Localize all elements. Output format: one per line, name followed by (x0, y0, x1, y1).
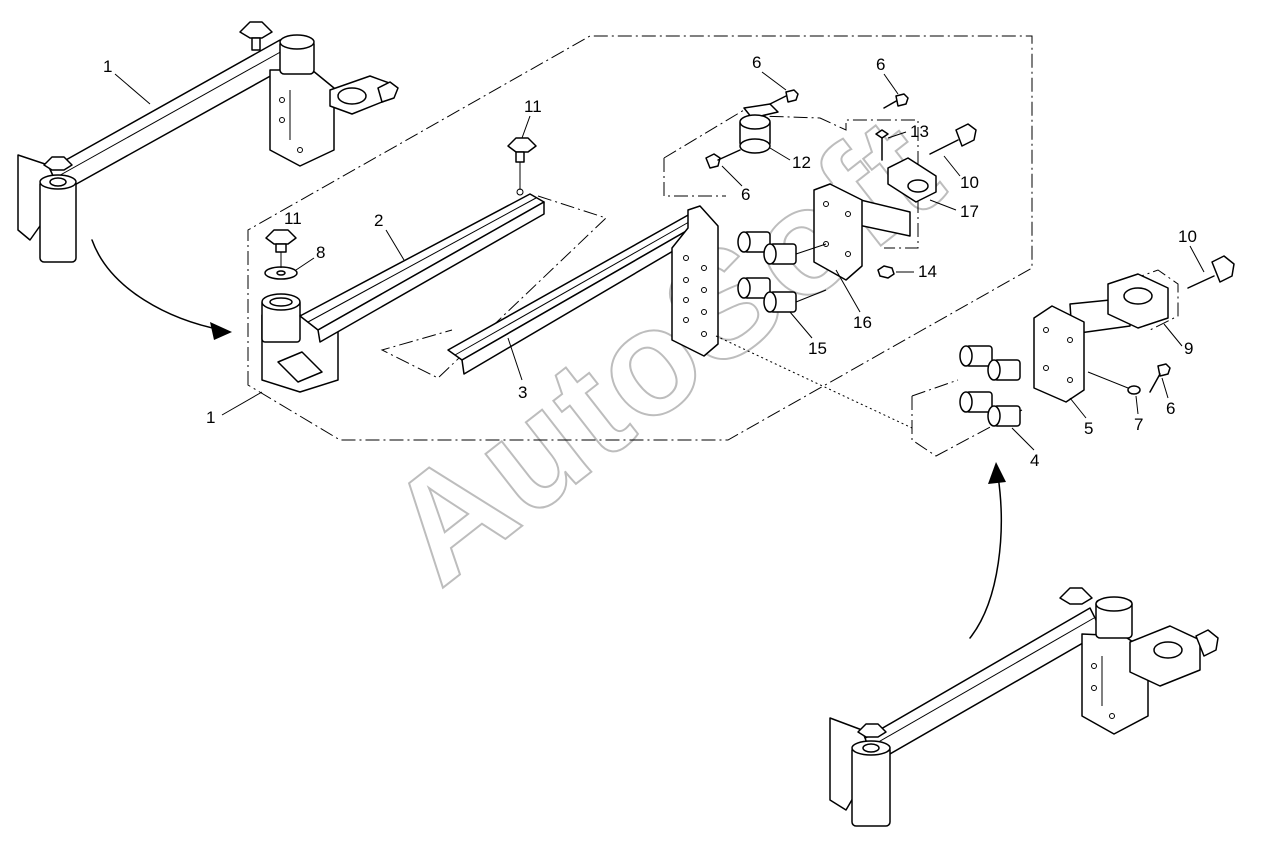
callout-1-bottom: 1 (206, 408, 215, 427)
callout-6-d: 6 (1166, 399, 1175, 418)
callout-11-lower: 11 (284, 209, 302, 228)
callout-7: 7 (1134, 415, 1143, 434)
callout-17: 17 (960, 202, 979, 221)
part-3-rail (447, 205, 719, 375)
callout-13: 13 (910, 122, 929, 141)
arrow-bottom-right (969, 462, 1006, 639)
callout-14: 14 (918, 262, 937, 281)
part-6-screw-d (1149, 363, 1171, 393)
callout-15: 15 (808, 339, 827, 358)
callout-16: 16 (853, 313, 872, 332)
arrow-top-left (91, 239, 232, 340)
part-13-bolt (875, 129, 889, 161)
part-14-nut (877, 265, 895, 279)
part-4-bumpers (959, 345, 1021, 427)
callout-6-c: 6 (876, 55, 885, 74)
callout-5: 5 (1084, 419, 1093, 438)
part-2-bar (299, 193, 545, 343)
part-10-knob-screw-upper (929, 123, 977, 155)
callout-3: 3 (518, 383, 527, 402)
part-7-washer (1087, 371, 1141, 395)
part-6-screw-a (769, 89, 799, 105)
part-11-knob-upper (507, 137, 537, 196)
callout-9: 9 (1184, 339, 1193, 358)
callout-2: 2 (374, 211, 383, 230)
callout-1-top: 1 (103, 57, 112, 76)
part-9-clamp (1107, 269, 1179, 331)
callout-6-a: 6 (752, 53, 761, 72)
part-6-screw-b (705, 149, 741, 169)
part-11-knob-lower (265, 229, 297, 268)
part-10-knob-screw-lower (1187, 255, 1235, 289)
callout-8: 8 (316, 243, 325, 262)
part-15-bumpers (737, 231, 827, 313)
part-16-plate (813, 183, 911, 281)
part-17-clamp (887, 157, 937, 203)
callout-11-upper: 11 (524, 97, 542, 116)
part-6-screw-c (883, 93, 909, 109)
callout-10-lower: 10 (1178, 227, 1197, 246)
callout-12: 12 (792, 153, 811, 172)
callout-4: 4 (1030, 451, 1039, 470)
callout-10-upper: 10 (960, 173, 979, 192)
assembly-boundary (247, 35, 1033, 441)
assembled-view-top (17, 21, 399, 263)
assembled-view-bottom (829, 587, 1219, 827)
callout-6-b: 6 (741, 185, 750, 204)
part-12-clamp (739, 103, 779, 154)
